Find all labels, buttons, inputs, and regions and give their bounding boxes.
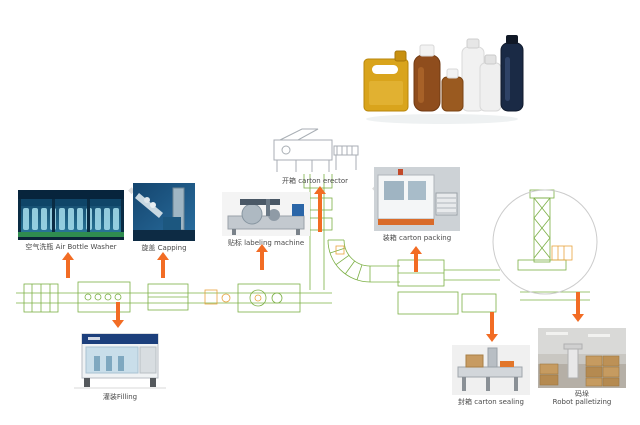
carton-sealing-photo (452, 345, 530, 395)
station-labeling-machine: 贴标 labeling machine (222, 192, 310, 247)
carton-erector-label: 开箱 carton erector (281, 177, 349, 185)
flow-arrow-to-palletizing (572, 292, 584, 322)
flow-arrow-to-capping (157, 252, 169, 278)
capping-photo (133, 183, 195, 241)
station-air-bottle-washer: 空气洗瓶 Air Bottle Washer (18, 190, 124, 251)
robot-palletizing-label-en: Robot palletizing (552, 398, 612, 406)
brand-watermark-icon: ◆ (128, 186, 135, 196)
filling-label: 灌装Filling (102, 393, 138, 401)
station-carton-sealing: 封箱 carton sealing (452, 345, 530, 406)
robot-palletizing-label-cn: 码垛 (575, 390, 589, 398)
station-carton-packing: 装箱 carton packing (374, 167, 460, 242)
labeling-machine-photo (222, 192, 310, 236)
flow-arrow-to-filling (112, 302, 124, 328)
labeling-machine-label: 贴标 labeling machine (227, 239, 305, 247)
white-bottle-medium (479, 54, 502, 112)
carton-erector-drawing (266, 126, 364, 174)
station-filling: 灌装Filling (74, 328, 166, 401)
station-robot-palletizing: 码垛 Robot palletizing (538, 328, 626, 406)
flow-arrow-to-erector (314, 186, 326, 232)
flow-arrow-to-labeling (256, 244, 268, 270)
flow-arrow-to-washer (62, 252, 74, 278)
palletizer-focus-circle (492, 189, 598, 295)
product-bottles-image (362, 33, 524, 125)
air-bottle-washer-photo (18, 190, 124, 240)
capping-label: 旋盖 Capping (141, 244, 187, 252)
flow-arrow-to-packing (410, 246, 422, 272)
amber-bottle-small (441, 68, 464, 112)
navy-bottle (500, 35, 524, 112)
filling-machine-photo (74, 328, 166, 390)
flow-arrow-to-sealing (486, 312, 498, 342)
carton-sealing-label: 封箱 carton sealing (458, 398, 524, 406)
air-bottle-washer-label: 空气洗瓶 Air Bottle Washer (25, 243, 117, 251)
bottles-reflection (366, 114, 518, 124)
robot-palletizing-photo (538, 328, 626, 388)
station-capping: 旋盖 Capping (133, 183, 195, 252)
amber-bottle-large (413, 44, 441, 112)
carton-packing-label: 装箱 carton packing (382, 234, 452, 242)
carton-packing-photo (374, 167, 460, 231)
station-carton-erector: 开箱 carton erector (266, 126, 364, 185)
jerry-can (363, 50, 409, 112)
